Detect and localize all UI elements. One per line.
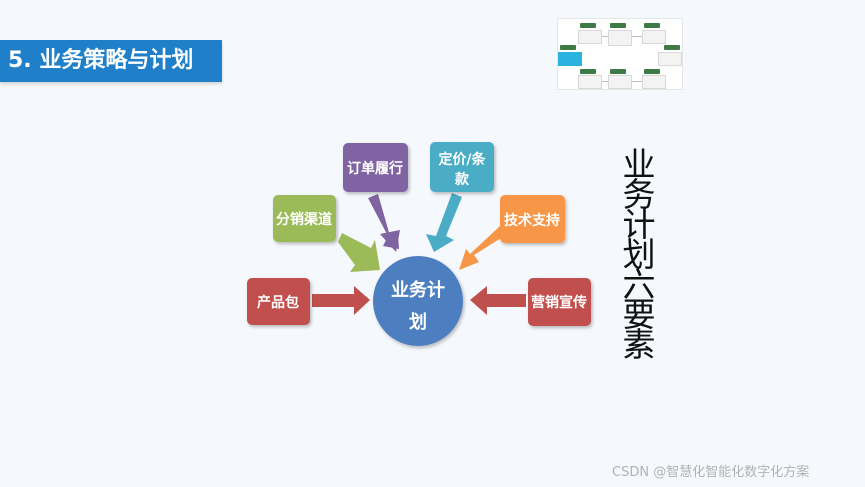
center-label-line2: 划 (409, 311, 427, 333)
thumb-step-tag (580, 23, 596, 28)
element-distribution-channel: 分销渠道 (273, 195, 336, 242)
element-label: 产品包 (257, 294, 299, 311)
element-technical-support: 技术支持 (500, 195, 565, 243)
thumb-box (608, 30, 632, 46)
arrow-marketing-promotion (470, 286, 526, 315)
thumb-step-tag (610, 69, 626, 74)
arrow-order-fulfillment (368, 194, 400, 252)
vertical-heading: 业务计划六要素 (622, 145, 656, 364)
element-label: 营销宣传 (531, 294, 587, 311)
element-label: 分销渠道 (276, 211, 332, 228)
thumb-box (578, 30, 602, 44)
thumb-step-tag (580, 69, 596, 74)
element-pricing-terms: 定价/条 款 (430, 142, 494, 192)
element-label-line2: 款 (455, 171, 470, 188)
thumb-step-tag (644, 23, 660, 28)
arrow-pricing-terms (426, 193, 462, 252)
center-circle (373, 256, 463, 346)
thumb-step-tag (664, 45, 680, 50)
thumb-step-tag (560, 45, 576, 50)
thumb-connector (632, 81, 642, 82)
arrow-distribution-channel (338, 233, 380, 272)
element-product-package: 产品包 (247, 278, 310, 325)
watermark: CSDN @智慧化智能化数字化方案 (612, 465, 810, 480)
thumb-step-tag (610, 23, 626, 28)
thumb-step-tag (644, 69, 660, 74)
slide-title: 5. 业务策略与计划 (8, 48, 194, 73)
element-order-fulfillment: 订单履行 (343, 143, 408, 192)
arrow-product-package (312, 286, 370, 315)
thumb-box (658, 52, 682, 66)
thumb-box (642, 30, 666, 44)
thumb-box (608, 75, 632, 89)
title-banner: 5. 业务策略与计划 (0, 40, 222, 82)
element-label: 技术支持 (504, 212, 560, 229)
arrow-technical-support (459, 226, 506, 270)
element-label: 订单履行 (347, 160, 403, 177)
thumb-connector (602, 81, 608, 82)
center-label-line1: 业务计 (391, 279, 445, 301)
element-label-line1: 定价/条 (438, 151, 486, 168)
thumb-connector (632, 36, 642, 37)
thumb-box (642, 75, 666, 89)
process-thumbnail (557, 18, 683, 90)
thumb-connector (602, 36, 608, 37)
thumb-box-highlight (558, 52, 582, 66)
thumb-box (578, 75, 602, 89)
element-marketing-promotion: 营销宣传 (528, 278, 591, 326)
